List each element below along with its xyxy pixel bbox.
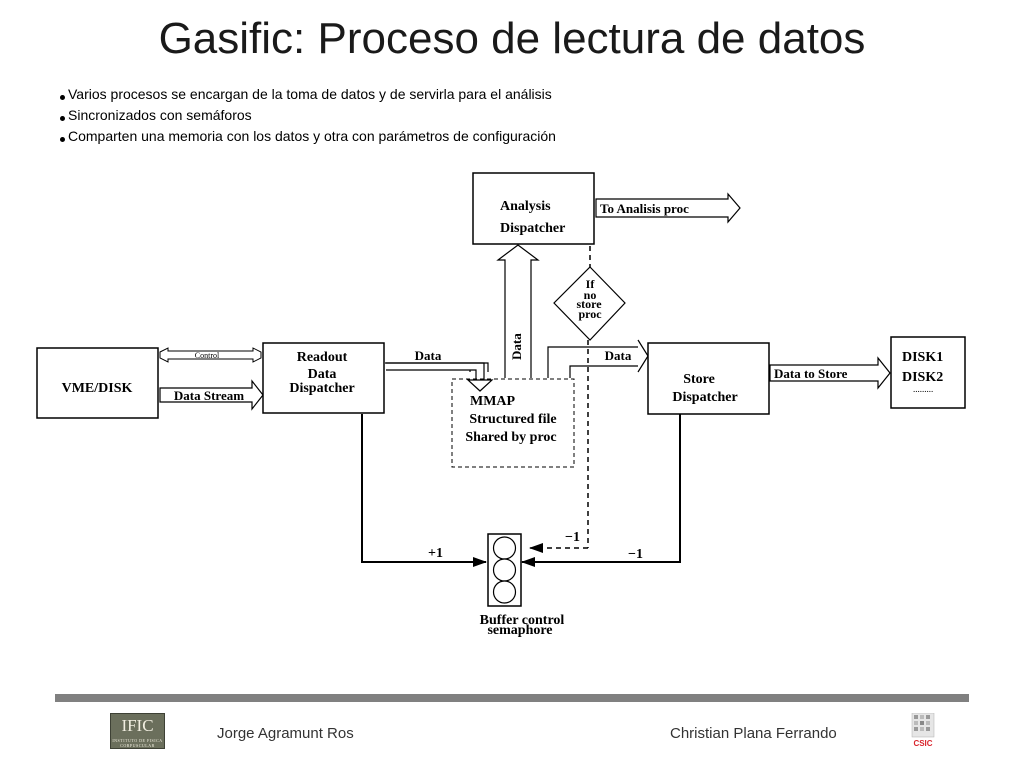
- to-analisis-label: To Analisis proc: [600, 201, 689, 216]
- store-dispatcher-box: Store Dispatcher: [647, 342, 770, 415]
- decision-no: no: [584, 288, 597, 302]
- readout-data-label: Data: [308, 367, 337, 382]
- semaphore-light-middle: [492, 558, 517, 582]
- minus-one-decision-label: −1: [565, 530, 580, 545]
- mmap-box: MMAP Structured file Shared by proc: [451, 378, 575, 468]
- semaphore-light-top: [492, 536, 517, 560]
- data-to-store-arrow: Data to Store: [769, 356, 891, 390]
- ific-logo: IFIC INSTITUTO DE FISICA CORPUSCULAR: [110, 713, 165, 749]
- vme-disk-box: VME/DISK: [36, 347, 159, 419]
- slide-title: Gasific: Proceso de lectura de datos: [158, 14, 866, 63]
- control-label: Control: [195, 351, 220, 360]
- bullet-item: Comparten una memoria con los datos y ot…: [60, 126, 556, 147]
- readout-dispatcher-label: Dispatcher: [289, 381, 354, 396]
- plus-one-label: +1: [428, 546, 443, 561]
- minus-one-store-label: −1: [628, 547, 643, 562]
- disk-box: DISK1 DISK2 .........: [890, 336, 966, 409]
- decision-if: If: [586, 277, 596, 291]
- buffer-control-label: Buffer control: [480, 613, 565, 628]
- decision-diamond: If no store proc: [553, 266, 626, 341]
- disk-more-label: .........: [913, 384, 933, 394]
- mmap-to-store-arrow: Data: [547, 339, 649, 378]
- csic-logo: CSIC: [911, 713, 935, 748]
- store-data-label-arrow: Data: [605, 348, 632, 363]
- store-label: Store: [683, 372, 715, 387]
- disk1-label: DISK1: [902, 350, 943, 365]
- disk2-label: DISK2: [902, 370, 943, 385]
- readout-to-mmap-arrow: Data: [385, 348, 494, 392]
- decision-store: store: [576, 297, 602, 311]
- semaphore-label: semaphore: [487, 623, 552, 638]
- readout-dispatcher-box: Readout Data Dispatcher: [262, 342, 385, 414]
- to-analisis-arrow: To Analisis proc: [595, 192, 741, 224]
- analysis-dispatcher-label: Dispatcher: [500, 221, 565, 236]
- data-vertical-label: Data: [509, 333, 524, 360]
- csic-logo-text: CSIC: [913, 739, 932, 748]
- analysis-label: Analysis: [500, 199, 551, 214]
- data-flow-diagram: VME/DISK Control Data Stream Readout Dat…: [36, 172, 966, 638]
- data-stream-label: Data Stream: [174, 388, 244, 403]
- bullet-item: Varios procesos se encargan de la toma d…: [60, 84, 556, 105]
- mmap-to-analysis-arrow: Data: [496, 244, 540, 378]
- semaphore-light-bottom: [492, 580, 517, 604]
- bullet-list: Varios procesos se encargan de la toma d…: [60, 84, 556, 147]
- author-left: Jorge Agramunt Ros: [217, 725, 354, 742]
- store-dispatcher-label: Dispatcher: [672, 390, 737, 405]
- data-stream-arrow: Data Stream: [159, 379, 264, 411]
- decision-proc: proc: [578, 307, 602, 321]
- readout-label: Readout: [297, 350, 348, 365]
- buffer-semaphore: Buffer control semaphore: [480, 533, 565, 638]
- readout-data-label-arrow: Data: [415, 348, 442, 363]
- data-to-store-label: Data to Store: [774, 366, 848, 381]
- bullet-item: Sincronizados con semáforos: [60, 105, 556, 126]
- vme-disk-label: VME/DISK: [62, 381, 133, 396]
- mmap-label: MMAP: [470, 394, 516, 409]
- control-arrow: Control: [159, 347, 262, 363]
- analysis-dispatcher-box: Analysis Dispatcher: [472, 172, 595, 245]
- mmap-shared-label: Shared by proc: [465, 430, 556, 445]
- author-right: Christian Plana Ferrando: [670, 725, 837, 742]
- mmap-structured-label: Structured file: [469, 412, 556, 427]
- readout-to-semaphore-arrow: [361, 414, 487, 567]
- footer-divider: [55, 694, 969, 702]
- store-to-semaphore-arrow: [521, 414, 681, 567]
